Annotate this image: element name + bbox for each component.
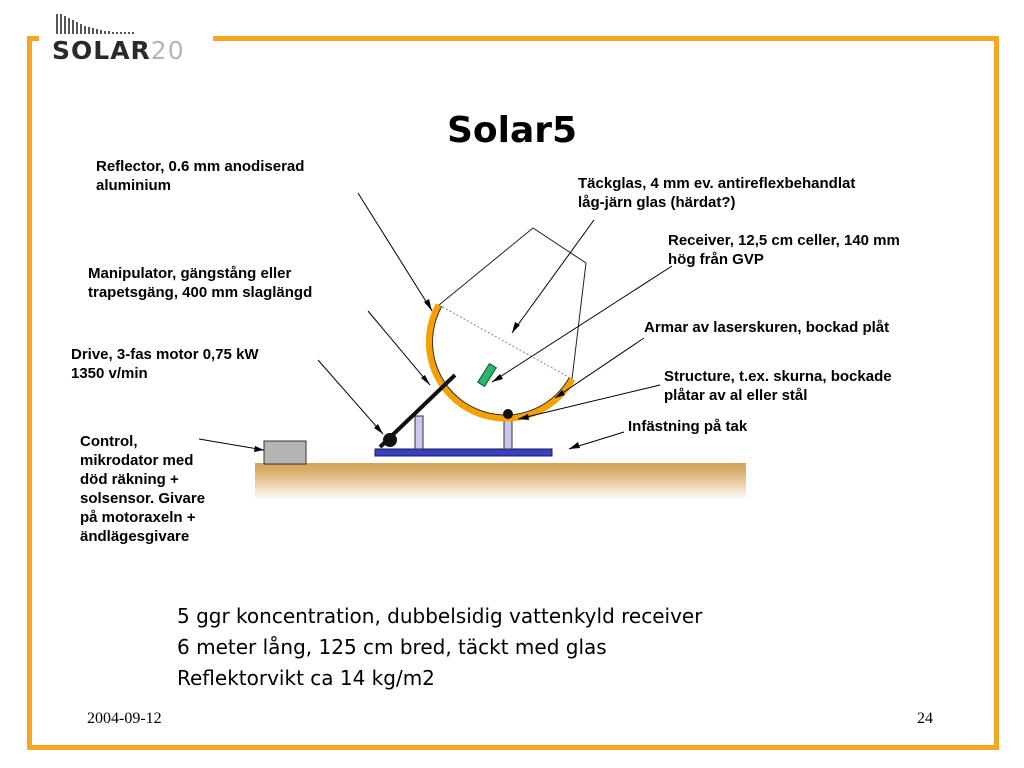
logo-word: SOLAR (52, 36, 151, 65)
leader-reflector (357, 192, 433, 312)
leader-control (198, 438, 265, 451)
leader-tackglas (511, 219, 595, 334)
arrowhead-manipulator (421, 375, 430, 385)
arrowhead-infastning (569, 442, 580, 449)
label-structure: Structure, t.ex. skurna, bockade plåtar … (664, 368, 892, 404)
page-title: Solar5 (446, 110, 578, 151)
leader-receiver (491, 265, 673, 383)
logo-bars-icon (56, 14, 134, 34)
receiver (477, 362, 497, 388)
summary-line-3: Reflektorvikt ca 14 kg/m2 (177, 666, 435, 690)
pivot-joint (503, 409, 513, 419)
solar20-logo: SOLAR20 (52, 14, 212, 65)
leader-structure (517, 384, 661, 420)
frame-right (994, 36, 999, 750)
cover-glass-line (438, 304, 573, 380)
label-tackglas: Täckglas, 4 mm ev. antireflexbehandlat l… (578, 175, 856, 211)
label-manipulator: Manipulator, gängstång eller trapetsgäng… (88, 265, 313, 301)
leader-armar (554, 337, 645, 399)
arrowhead-drive (374, 424, 383, 434)
reflector-trough (425, 303, 576, 422)
structure-post (414, 415, 424, 450)
arrowhead-structure (518, 414, 529, 420)
logo-text: SOLAR20 (52, 36, 185, 65)
label-reflector: Reflector, 0.6 mm anodiserad aluminium (96, 158, 305, 194)
arrowhead-receiver (492, 374, 503, 382)
frame-top-left (27, 36, 39, 41)
label-armar: Armar av laserskuren, bockad plåt (644, 319, 890, 336)
label-receiver: Receiver, 12,5 cm celler, 140 mm hög frå… (668, 232, 900, 268)
frame-top (213, 36, 999, 41)
page-number: 24 (917, 710, 933, 727)
logo-number: 20 (150, 36, 185, 65)
reflector-trough-inner (432, 305, 570, 416)
summary-text: 5 ggr koncentration, dubbelsidig vattenk… (177, 601, 702, 694)
frame-left (27, 36, 32, 750)
label-infastning: Infästning på tak (628, 418, 748, 435)
leader-drive (317, 359, 384, 435)
cover-glass-outline (438, 227, 587, 380)
arrowhead-tackglas (512, 322, 520, 333)
structure-post-right (503, 417, 513, 450)
footer-date: 2004-09-12 (87, 710, 162, 727)
summary-line-1: 5 ggr koncentration, dubbelsidig vattenk… (177, 604, 703, 628)
summary-line-2: 6 meter lång, 125 cm bred, täckt med gla… (177, 635, 607, 659)
label-control: Control, mikrodator med död räkning + so… (80, 433, 206, 545)
drive-motor (383, 433, 397, 447)
base-plate (374, 448, 553, 457)
frame-bottom (27, 745, 999, 750)
arrowhead-reflector (424, 299, 432, 311)
label-drive: Drive, 3-fas motor 0,75 kW 1350 v/min (71, 346, 259, 382)
roof (255, 463, 746, 500)
arrowhead-armar (555, 390, 565, 398)
arrowhead-control (254, 446, 264, 452)
leader-manipulator (367, 310, 431, 386)
control-box (263, 440, 307, 465)
